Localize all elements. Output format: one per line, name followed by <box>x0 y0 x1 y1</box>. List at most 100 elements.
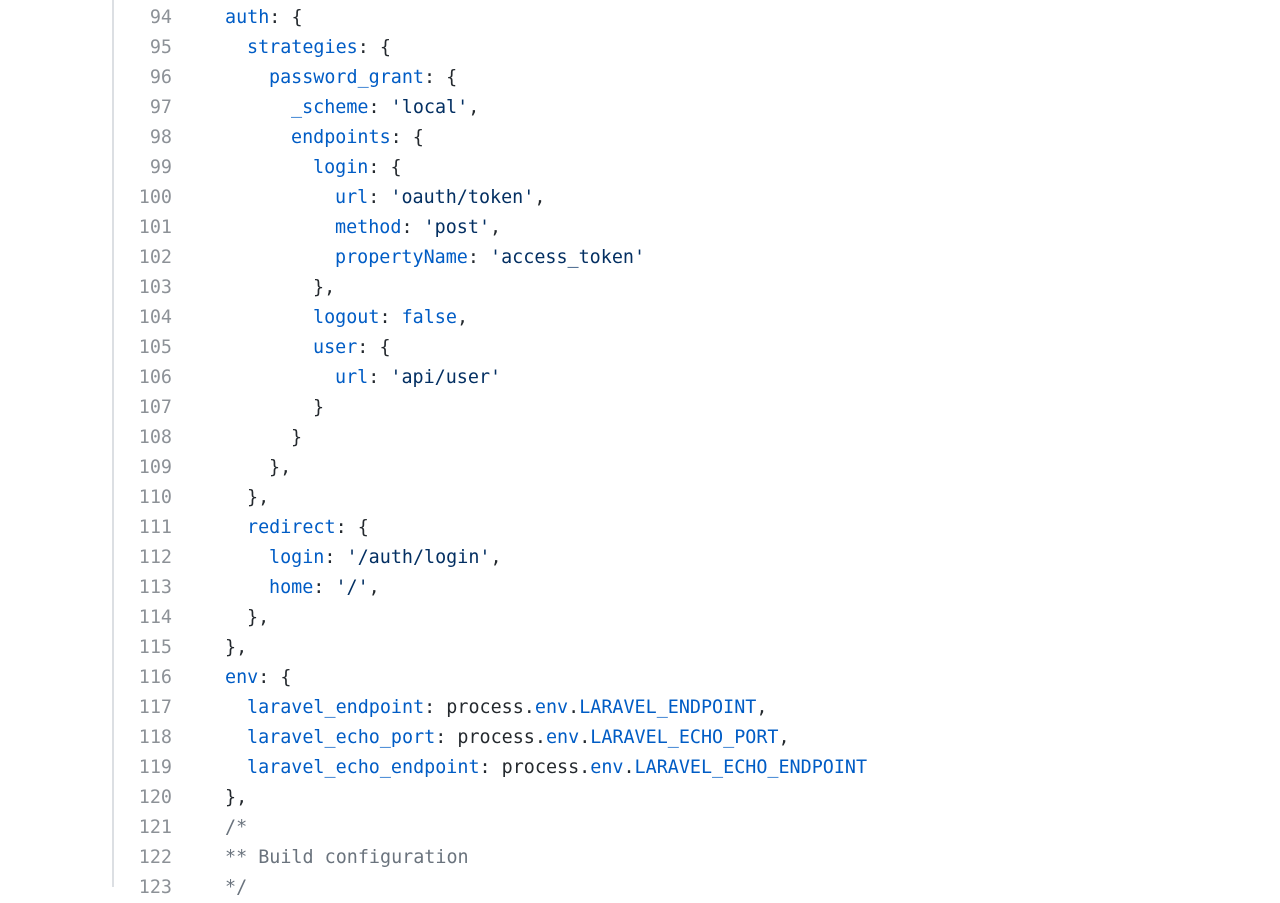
line-number[interactable]: 116 <box>138 667 172 688</box>
code-token-key: login <box>313 157 369 178</box>
line-number[interactable]: 98 <box>149 127 172 148</box>
line-source: } <box>313 393 324 423</box>
line-number[interactable]: 97 <box>149 97 172 118</box>
code-token-key: auth <box>225 7 270 28</box>
code-line: 115}, <box>0 633 1280 663</box>
code-token-punct: , <box>756 697 768 718</box>
line-source: }, <box>247 483 269 513</box>
code-token-str: 'access_token' <box>490 247 646 268</box>
line-source: /* <box>225 813 247 843</box>
line-number[interactable]: 111 <box>138 517 172 538</box>
code-token-punct: } <box>313 397 325 418</box>
code-token-key: redirect <box>247 517 336 538</box>
line-number[interactable]: 104 <box>138 307 172 328</box>
code-line: 97 _scheme: 'local', <box>0 93 1280 123</box>
line-number[interactable]: 114 <box>138 607 172 628</box>
line-number[interactable]: 94 <box>149 7 172 28</box>
code-line: 116 env: { <box>0 663 1280 693</box>
code-token-punct: , <box>490 547 502 568</box>
line-number[interactable]: 107 <box>138 397 172 418</box>
code-line: 114}, <box>0 603 1280 633</box>
code-token-plain: : process. <box>479 757 591 778</box>
code-token-plain: : process. <box>435 727 546 748</box>
code-token-punct: }, <box>225 637 248 658</box>
line-source: laravel_endpoint: process.env.LARAVEL_EN… <box>247 693 767 723</box>
line-source: */ <box>225 873 247 903</box>
line-source: strategies: { <box>247 33 391 63</box>
code-token-punct: }, <box>225 787 248 808</box>
line-number[interactable]: 95 <box>149 37 172 58</box>
line-number[interactable]: 102 <box>138 247 172 268</box>
line-number[interactable]: 106 <box>138 367 172 388</box>
line-number[interactable]: 105 <box>138 337 172 358</box>
line-number[interactable]: 109 <box>138 457 172 478</box>
code-line: 96 password_grant: { <box>0 63 1280 93</box>
line-number[interactable]: 120 <box>138 787 172 808</box>
line-source: logout: false, <box>313 303 468 333</box>
code-token-prop: LARAVEL_ENDPOINT <box>579 697 757 718</box>
code-token-punct: : { <box>269 7 303 28</box>
code-token-comment: */ <box>225 877 248 898</box>
code-token-punct: : <box>368 367 391 388</box>
code-token-str: '/auth/login' <box>346 547 491 568</box>
code-token-key: endpoints <box>291 127 391 148</box>
line-source: auth: { <box>225 3 303 33</box>
line-number[interactable]: 115 <box>138 637 172 658</box>
code-token-punct: }, <box>247 607 270 628</box>
line-number[interactable]: 123 <box>138 877 172 898</box>
code-token-comment: ** Build configuration <box>225 847 469 868</box>
code-line: 112 login: '/auth/login', <box>0 543 1280 573</box>
code-token-key: laravel_endpoint <box>247 697 425 718</box>
code-token-str: 'local' <box>390 97 469 118</box>
line-number[interactable]: 122 <box>138 847 172 868</box>
line-number[interactable]: 119 <box>138 757 172 778</box>
code-line: 110}, <box>0 483 1280 513</box>
line-number[interactable]: 103 <box>138 277 172 298</box>
code-token-plain: . <box>579 727 591 748</box>
line-number[interactable]: 101 <box>138 217 172 238</box>
code-token-punct: }, <box>269 457 292 478</box>
line-source: _scheme: 'local', <box>291 93 479 123</box>
code-line: 117 laravel_endpoint: process.env.LARAVEL… <box>0 693 1280 723</box>
line-number[interactable]: 113 <box>138 577 172 598</box>
line-source: }, <box>225 633 247 663</box>
line-number[interactable]: 99 <box>149 157 172 178</box>
code-token-key: password_grant <box>269 67 425 88</box>
gutter-border <box>112 0 114 887</box>
line-number[interactable]: 96 <box>149 67 172 88</box>
line-number[interactable]: 100 <box>138 187 172 208</box>
code-line: 121 /* <box>0 813 1280 843</box>
line-source: url: 'oauth/token', <box>335 183 545 213</box>
line-source: password_grant: { <box>269 63 457 93</box>
code-token-plain: : process. <box>424 697 535 718</box>
line-source: home: '/', <box>269 573 380 603</box>
line-source: }, <box>247 603 269 633</box>
code-token-prop: LARAVEL_ECHO_PORT <box>590 727 779 748</box>
line-number[interactable]: 112 <box>138 547 172 568</box>
line-number[interactable]: 118 <box>138 727 172 748</box>
code-token-punct: : { <box>357 37 391 58</box>
code-token-punct: , <box>490 217 502 238</box>
code-line: 120}, <box>0 783 1280 813</box>
code-token-punct: : { <box>258 667 292 688</box>
line-source: login: '/auth/login', <box>269 543 502 573</box>
line-number[interactable]: 108 <box>138 427 172 448</box>
code-token-punct: }, <box>313 277 336 298</box>
line-number[interactable]: 117 <box>138 697 172 718</box>
line-source: env: { <box>225 663 291 693</box>
code-token-punct: , <box>468 97 480 118</box>
line-source: laravel_echo_endpoint: process.env.LARAV… <box>247 753 867 783</box>
code-token-punct: : { <box>390 127 424 148</box>
line-number[interactable]: 110 <box>138 487 172 508</box>
code-token-key: login <box>269 547 325 568</box>
line-source: login: { <box>313 153 402 183</box>
line-number[interactable]: 121 <box>138 817 172 838</box>
code-token-prop: env <box>534 697 569 718</box>
code-token-key: laravel_echo_endpoint <box>247 757 480 778</box>
